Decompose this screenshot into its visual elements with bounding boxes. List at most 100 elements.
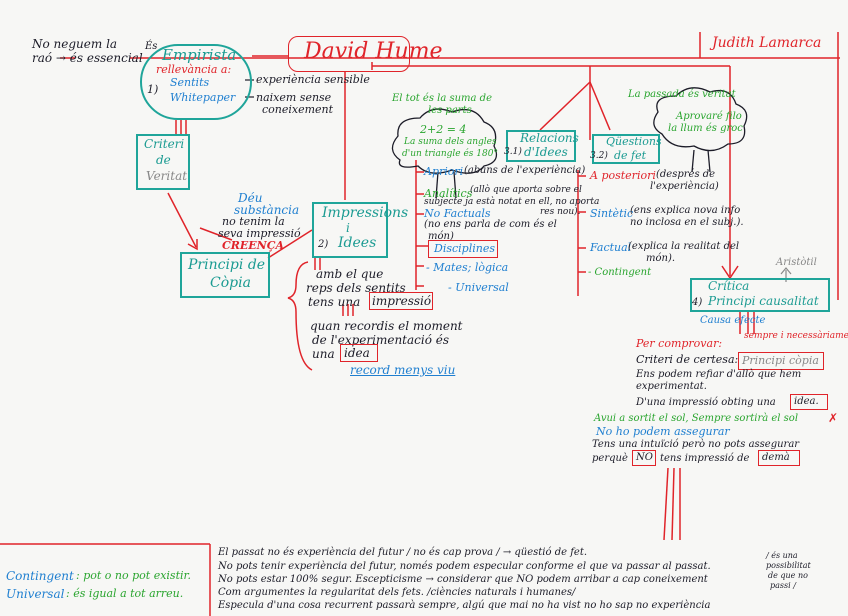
questions-contingent: - Contingent <box>588 267 652 278</box>
relacions-box <box>506 130 576 162</box>
bottom-note-line4: Com argumentes la regularitat dels fets.… <box>218 587 576 598</box>
no-highlight <box>632 450 656 466</box>
sol-line1: Avui a sortit el sol, Sempre sortirà el … <box>594 413 799 424</box>
deu-creenca: CREENÇA <box>222 239 285 252</box>
relacions-disciplines-list: - Mates; lògica <box>426 261 509 274</box>
critica-sempre: sempre i necessàriament <box>744 331 848 341</box>
relacions-apriori: Apriori <box>424 165 464 178</box>
critica-line1: Crítica <box>708 279 750 293</box>
sol-dema: demà <box>762 452 790 463</box>
bottom-note-side3: de que no <box>768 571 808 580</box>
questions-aposteriori-note2: l'experiència) <box>650 181 719 192</box>
deu-line3: no tenim la <box>222 215 285 228</box>
relacions-disciplines: Disciplines <box>434 242 495 255</box>
bottom-note-line1: El passat no és experiència del futur / … <box>218 547 588 558</box>
top-note-line1: No neguem la <box>32 37 118 51</box>
critica-aristotil: Aristòtil <box>776 257 817 268</box>
cloud-right-caption3: la llum és groc <box>668 123 743 134</box>
critica-num: 4) <box>692 297 703 308</box>
criteri-line1: Criteri <box>144 137 185 151</box>
questions-factual: Factual <box>590 241 632 254</box>
relacions-analitics-note1: (allò que aporta sobre el <box>470 185 582 195</box>
sol-line3: Tens una intuïció però no pots assegurar <box>592 439 800 450</box>
questions-factual-note2: món). <box>646 253 676 264</box>
cloud-left-eq3: d'un triangle és 180° <box>402 149 498 159</box>
relacions-line1: Relacions <box>520 131 579 145</box>
perception-line2: reps dels sentits <box>306 281 406 295</box>
sol-line4a: perquè <box>592 453 628 464</box>
empirista-num: 1) <box>147 83 159 96</box>
perception-line4: quan recordis el moment <box>310 319 463 333</box>
idea-highlight <box>340 344 378 362</box>
empirista-es-label: És <box>145 41 158 52</box>
cloud-left-eq2: La suma dels angles <box>404 137 497 147</box>
comprovar-line3: experimentat. <box>636 381 707 392</box>
comprovar-line4a: D'una impressió obting una <box>636 397 776 408</box>
bottom-note-side4: passi / <box>770 581 796 590</box>
definition-contingent-label: Contingent <box>6 569 74 583</box>
criteri-line2: de <box>156 153 171 167</box>
empirista-relevance: rellevància a: <box>156 63 232 76</box>
relacions-num: 3.1) <box>504 147 522 157</box>
questions-line1: Qüestions <box>606 135 662 148</box>
cross-icon: ✗ <box>828 411 839 425</box>
relacions-universal: - Universal <box>448 281 509 294</box>
sol-no: NO <box>636 452 653 463</box>
bottom-note-line3: No pots estar 100% segur. Escepticisme →… <box>218 574 708 585</box>
questions-aposteriori-note1: (després de <box>656 169 716 180</box>
cloud-left-eq1: 2+2 = 4 <box>420 123 467 136</box>
impressio-highlight <box>369 292 433 310</box>
impressions-line1: Impressions <box>322 205 409 221</box>
principi-copia-line2: Còpia <box>210 275 251 291</box>
bottom-note-line2: No pots tenir experiència del futur, nom… <box>218 561 711 572</box>
bottom-note-side2: possibilitat <box>766 561 811 570</box>
comprovar-idea: idea. <box>794 396 819 407</box>
definition-contingent-text: : pot o no pot existir. <box>76 569 192 582</box>
relacions-nofactuals-note1: (no ens parla de com és el <box>424 219 557 230</box>
relacions-analitics-note3: res nou). <box>540 207 581 217</box>
questions-sintetic-note2: no inclosa en el subj.). <box>630 217 744 228</box>
impressions-num: 2) <box>318 239 329 250</box>
relacions-line2: d'Idees <box>524 145 568 159</box>
perception-impressio: impressió <box>372 294 432 308</box>
cloud-right-caption2: Aprovaré filo <box>676 111 742 122</box>
perception-idea: idea <box>344 346 370 360</box>
empirista-note-experiencia: experiència sensible <box>256 73 370 86</box>
disciplines-highlight <box>428 240 498 258</box>
dema-highlight <box>758 450 800 466</box>
relacions-nofactuals-note2: món) <box>428 231 454 242</box>
cloud-left-caption1: El tot és la suma de <box>392 93 492 104</box>
principi-copia-highlight <box>738 352 824 370</box>
relacions-nofactuals: No Factuals <box>424 207 491 220</box>
perception-line1: amb el que <box>316 267 384 281</box>
principi-copia-box <box>180 252 270 298</box>
page-title: David Hume <box>304 39 443 64</box>
perception-line6a: una <box>312 347 335 361</box>
questions-sintetic-note1: (ens explica nova info <box>630 205 741 216</box>
critica-causa: Causa efecte <box>700 315 766 326</box>
impressions-line3: Idees <box>338 235 377 251</box>
top-note-line2: raó → és essencial <box>32 51 143 65</box>
deu-line1: Déu <box>238 191 263 205</box>
deu-line4: seva impressió <box>218 227 301 240</box>
questions-line2: de fet <box>614 149 647 162</box>
criteri-box <box>136 134 190 190</box>
comprovar-criteri-label: Criteri de certesa: <box>636 353 739 366</box>
questions-aposteriori: A posteriori <box>590 169 656 182</box>
bottom-note-side1: / és una <box>766 551 798 560</box>
questions-factual-note1: (explica la realitat del <box>628 241 740 252</box>
empirista-item-sentits: Sentits <box>170 76 210 89</box>
critica-line2: Principi causalitat <box>708 294 819 308</box>
comprovar-line2: Ens podem refiar d'allò que hem <box>636 369 802 380</box>
perception-line5: de l'experimentació és <box>312 333 450 347</box>
questions-sintetic: Sintètic <box>590 207 634 220</box>
questions-box <box>592 134 660 164</box>
relacions-analitics: Analítics <box>424 187 473 200</box>
principi-copia-line1: Principi de <box>188 257 266 273</box>
empirista-title: Empirista <box>162 46 237 64</box>
author-name: Judith Lamarca <box>712 35 822 51</box>
critica-box <box>690 278 830 312</box>
sol-line2: No ho podem assegurar <box>596 425 730 438</box>
sol-line4c: tens impressió de <box>660 453 750 464</box>
deu-line2: substància <box>234 203 300 217</box>
